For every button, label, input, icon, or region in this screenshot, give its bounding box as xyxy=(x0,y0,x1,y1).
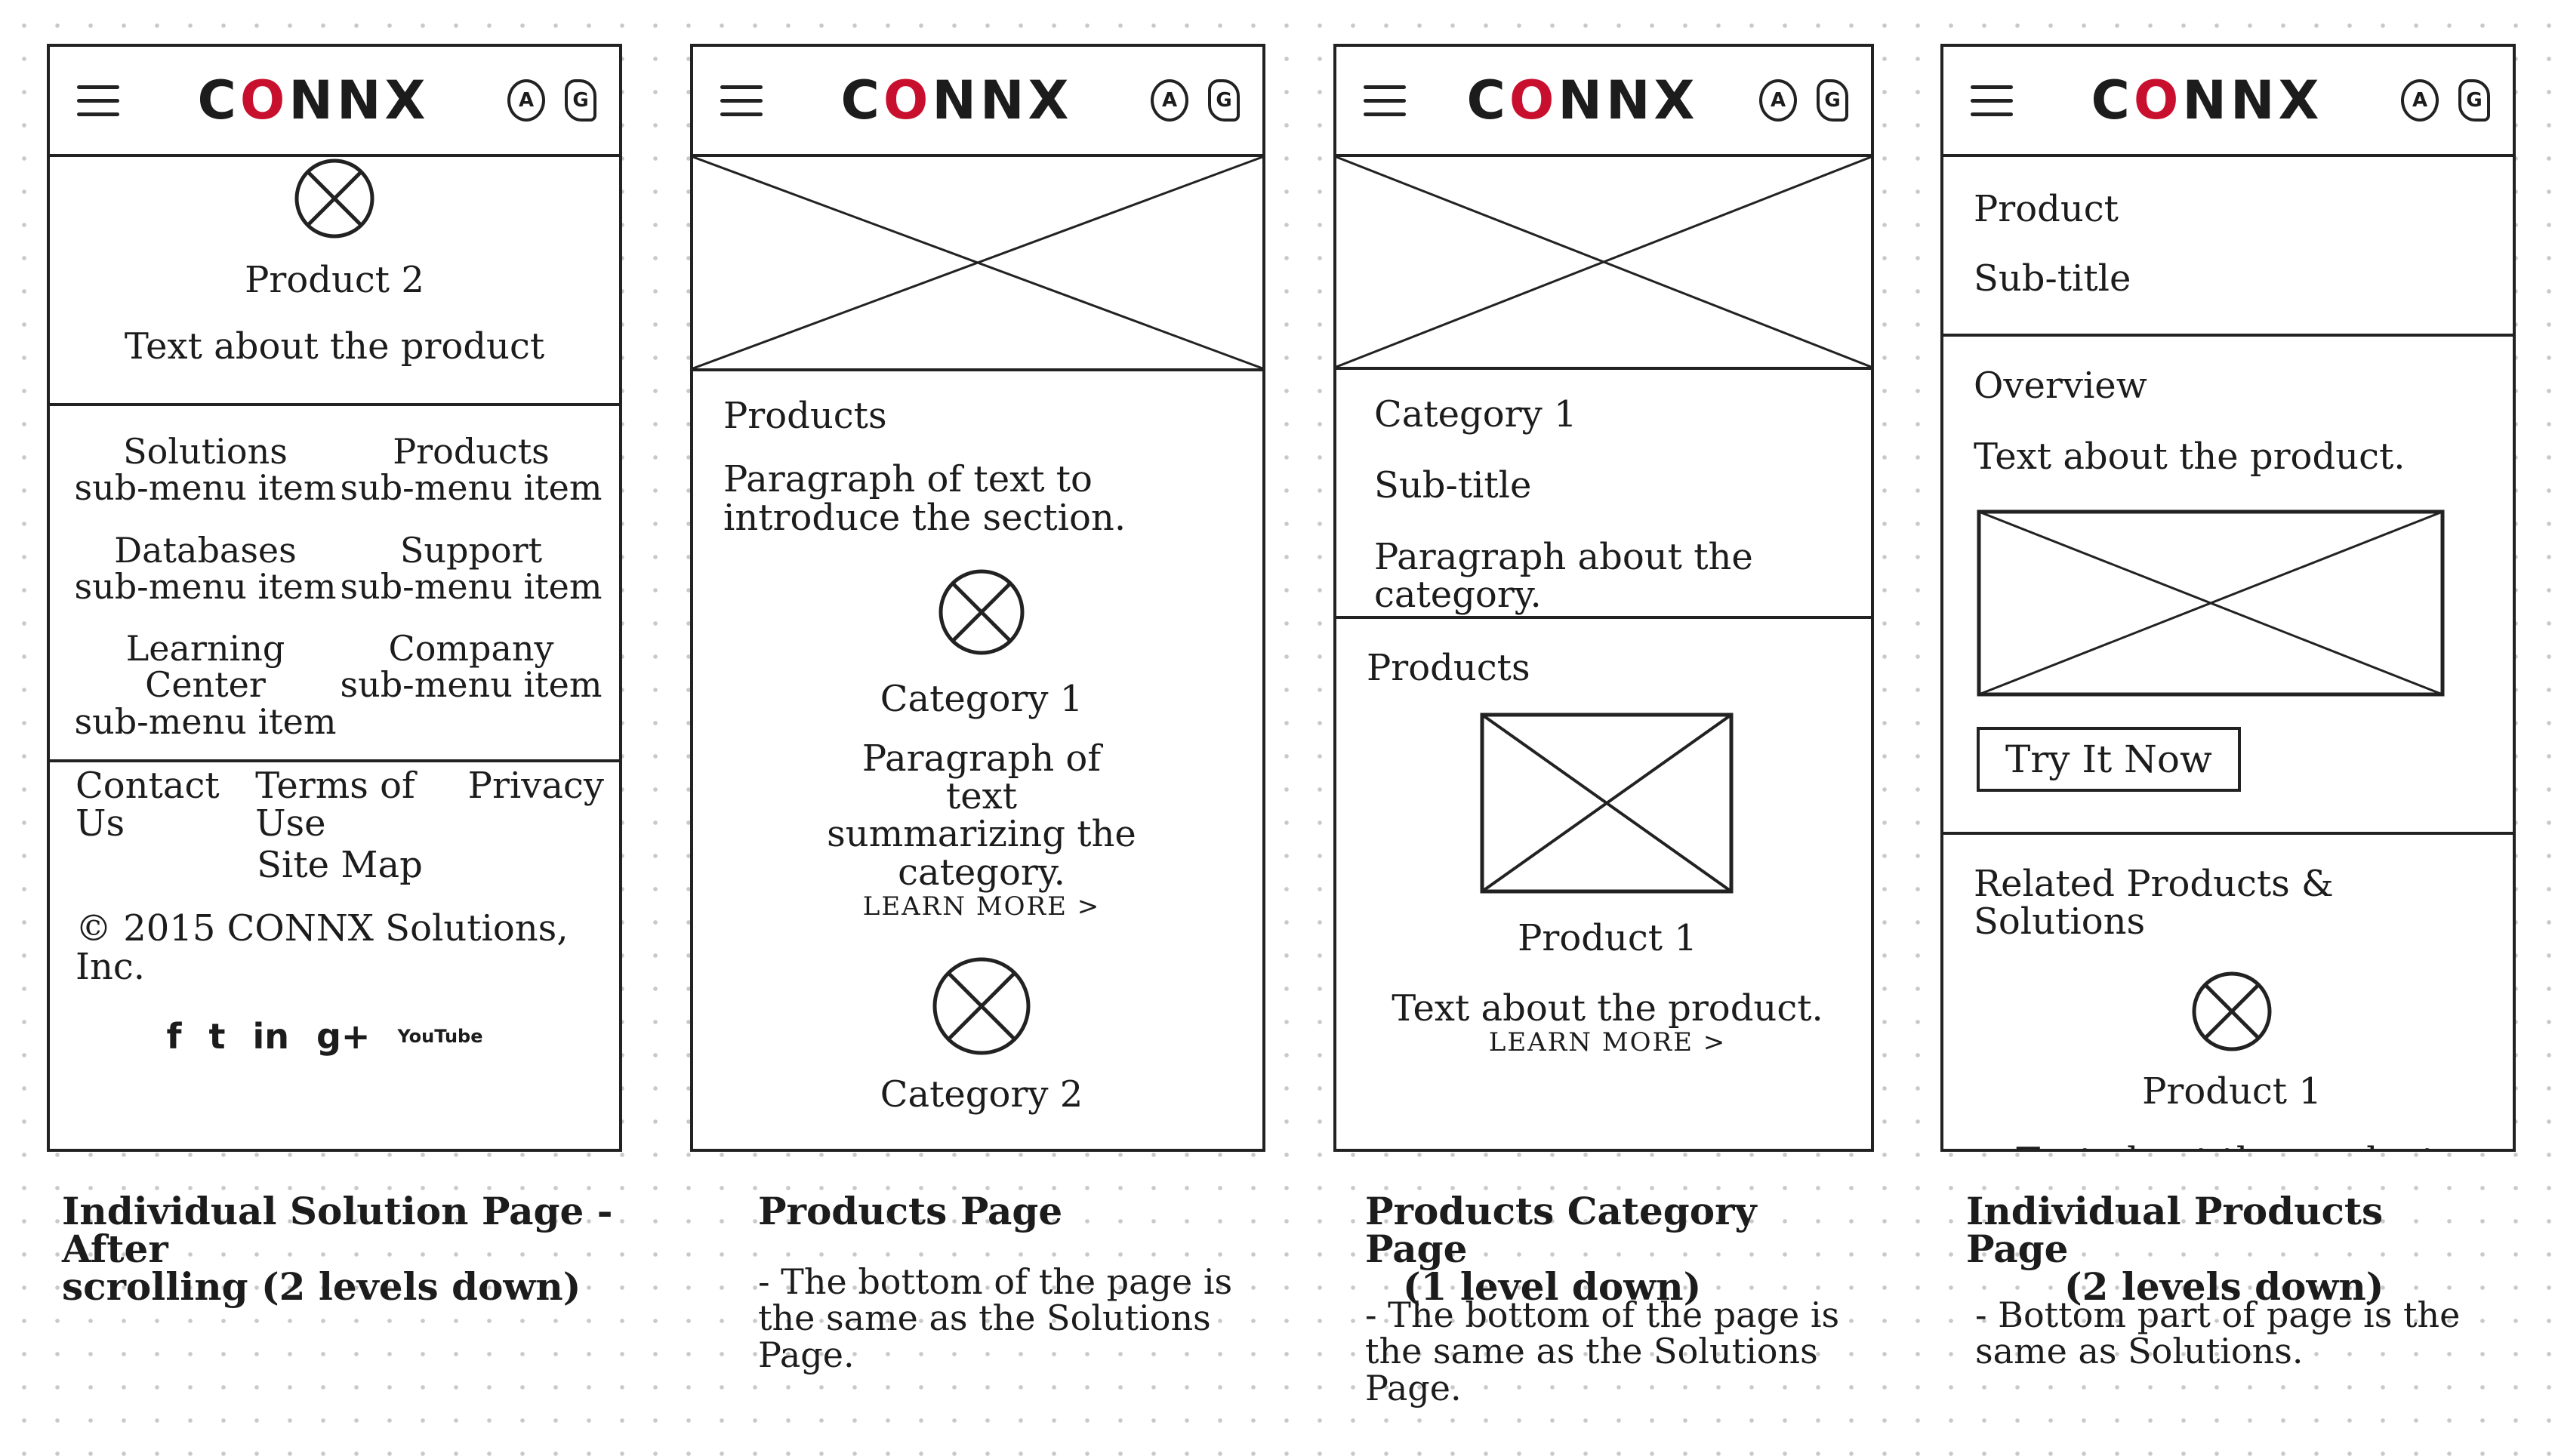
image-placeholder-icon xyxy=(1480,713,1734,894)
product-section: Product 2 Text about the product xyxy=(50,157,619,406)
user-icon[interactable]: A xyxy=(507,79,545,122)
overview-section: Overview Text about the product. Try It … xyxy=(1943,337,2513,835)
caption-solution-page: Individual Solution Page - After scrolli… xyxy=(62,1189,613,1309)
image-placeholder-icon xyxy=(294,159,374,239)
learn-more-link[interactable]: LEARN MORE > xyxy=(1488,1027,1727,1058)
product-title: Product xyxy=(1974,188,2119,230)
try-it-now-button[interactable]: Try It Now xyxy=(1977,726,2241,792)
phone-icon[interactable]: G xyxy=(2458,79,2490,122)
section-title: Products xyxy=(723,395,887,437)
menu-icon[interactable] xyxy=(1971,85,2013,116)
caption-category-page: Products Category Page (1 level down) xyxy=(1365,1189,1757,1309)
image-placeholder-icon xyxy=(1977,509,2445,697)
menu-icon[interactable] xyxy=(1364,85,1406,116)
product-subtitle: Sub-title xyxy=(1974,257,2131,300)
user-icon[interactable]: A xyxy=(1759,79,1797,122)
logo[interactable]: CONNX xyxy=(2091,69,2323,131)
category-intro: Category 1 Sub-title Paragraph about the… xyxy=(1336,370,1871,619)
logo[interactable]: CONNX xyxy=(197,69,430,131)
logo[interactable]: CONNX xyxy=(840,69,1073,131)
footer: Contact Us Terms of Use Privacy Site Map… xyxy=(50,762,619,1057)
category-subtitle: Sub-title xyxy=(1374,464,1532,507)
overview-title: Overview xyxy=(1974,365,2147,407)
hero-image xyxy=(693,157,1262,371)
hero-image xyxy=(1336,157,1871,370)
category-2-title: Category 2 xyxy=(880,1073,1083,1116)
menu-icon[interactable] xyxy=(77,85,119,116)
category-1-title: Category 1 xyxy=(880,678,1083,721)
footer-link-terms[interactable]: Terms of Use xyxy=(255,765,415,845)
footer-link-contact[interactable]: Contact Us xyxy=(76,765,220,845)
note-products-page: - The bottom of the page is the same as … xyxy=(758,1261,1233,1375)
overview-text: Text about the product. xyxy=(1974,436,2406,479)
phone-icon[interactable]: G xyxy=(565,79,596,122)
phone-icon[interactable]: G xyxy=(1208,79,1240,122)
category-title: Category 1 xyxy=(1374,393,1577,436)
product-title: Product 1 xyxy=(1518,917,1697,960)
category-1-text: Paragraph of text summarizing the catego… xyxy=(827,737,1136,894)
related-product-title: Product 1 xyxy=(2142,1070,2322,1113)
twitter-icon[interactable]: t xyxy=(208,1015,226,1057)
products-section: Products Product 1 Text about the produc… xyxy=(1336,619,1871,1058)
google-plus-icon[interactable]: g+ xyxy=(316,1015,371,1057)
product-title: Product 2 xyxy=(245,259,424,301)
youtube-icon[interactable]: YouTube xyxy=(397,1025,483,1047)
menu-icon[interactable] xyxy=(720,85,763,116)
product-text: Text about the product. xyxy=(1392,987,1823,1030)
related-title: Related Products & Solutions xyxy=(1974,863,2334,943)
image-placeholder-icon xyxy=(2192,971,2272,1051)
image-placeholder-icon xyxy=(693,157,1262,368)
note-product-page: - Bottom part of page is the same as Sol… xyxy=(1975,1294,2461,1372)
user-icon[interactable]: A xyxy=(1151,79,1188,122)
social-links: f t in g+ YouTube xyxy=(76,1016,604,1057)
phone-icon[interactable]: G xyxy=(1817,79,1848,122)
category-paragraph: Paragraph about the category. xyxy=(1374,535,1753,617)
caption-products-page: Products Page xyxy=(758,1189,1063,1233)
products-section: Products Paragraph of text to introduce … xyxy=(693,371,1262,1114)
facebook-icon[interactable]: f xyxy=(166,1015,182,1057)
note-category-page: - The bottom of the page is the same as … xyxy=(1365,1294,1840,1408)
product-heading: Product Sub-title xyxy=(1943,157,2513,337)
image-placeholder-icon xyxy=(1336,157,1871,367)
related-section: Related Products & Solutions Product 1 T… xyxy=(1943,835,2513,1149)
section-intro: Paragraph of text to introduce the secti… xyxy=(723,458,1126,539)
learn-more-link[interactable]: LEARN MORE > xyxy=(862,891,1101,922)
caption-product-page: Individual Products Page (2 levels down) xyxy=(1966,1189,2384,1309)
related-product-text: Text about the product. xyxy=(1974,1142,2490,1149)
copyright: © 2015 CONNX Solutions, Inc. xyxy=(76,907,569,988)
logo[interactable]: CONNX xyxy=(1466,69,1699,131)
footer-link-sitemap[interactable]: Site Map xyxy=(257,843,423,886)
image-placeholder-icon xyxy=(938,569,1025,655)
products-title: Products xyxy=(1367,647,1530,689)
user-icon[interactable]: A xyxy=(2401,79,2439,122)
product-text: Text about the product xyxy=(124,325,545,368)
image-placeholder-icon xyxy=(932,957,1031,1055)
footer-link-privacy[interactable]: Privacy xyxy=(467,765,604,807)
linkedin-icon[interactable]: in xyxy=(252,1015,289,1057)
